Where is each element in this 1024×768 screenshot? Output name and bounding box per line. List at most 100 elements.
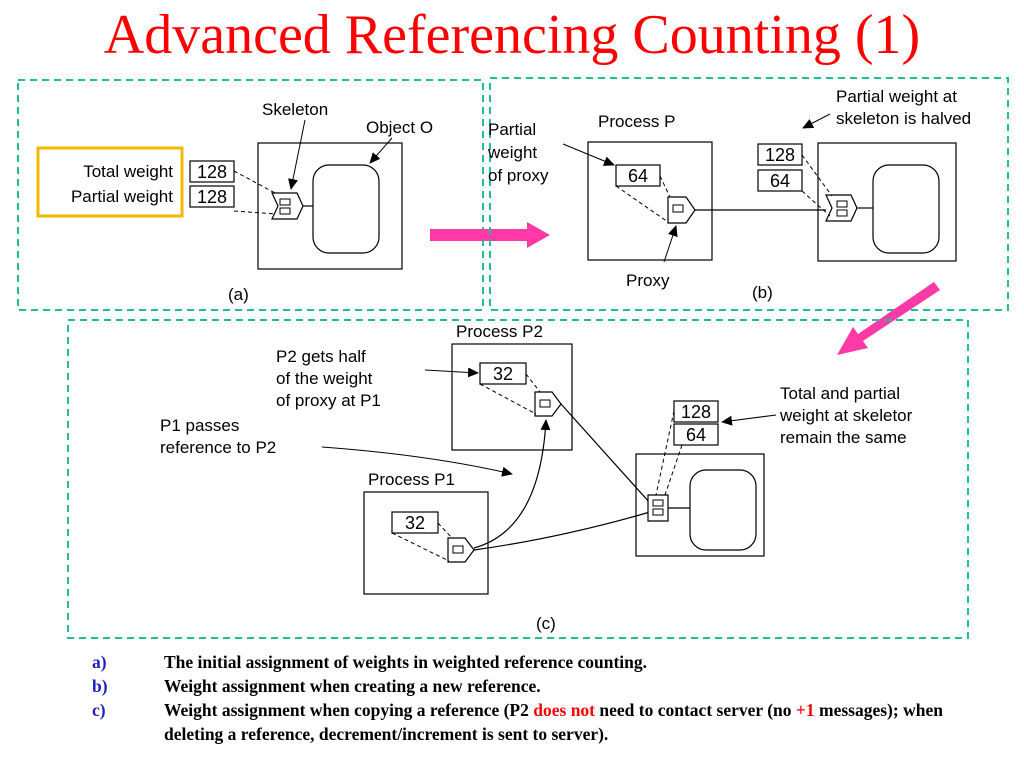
dash-p1-2 [391, 532, 450, 562]
process-p2-label: Process P2 [456, 322, 543, 341]
skeleton-c-partial-box [673, 423, 719, 446]
partial-weight-label: Partial weight [71, 187, 173, 206]
p2-note-pointer [424, 367, 479, 378]
dash-c-1 [655, 410, 675, 496]
caption-letter-b: b) [92, 676, 108, 696]
p1-weight-value: 32 [405, 513, 425, 533]
caption-item-b: b) Weight assignment when creating a new… [92, 674, 992, 698]
caption-item-c: c) Weight assignment when copying a refe… [92, 698, 992, 746]
caption-c-emphasis: does not [533, 700, 596, 720]
proxy-p2 [534, 391, 562, 417]
process-p1-label: Process P1 [368, 470, 455, 489]
caption-c-label: (c) [536, 614, 556, 633]
skeleton-b-slot-bottom [836, 209, 848, 217]
skeleton-a [271, 192, 304, 220]
dash-p1-1 [437, 522, 453, 539]
caption-c-before: Weight assignment when copying a referen… [164, 700, 534, 720]
total-weight-label: Total weight [83, 162, 173, 181]
dash-b-sk-2 [801, 190, 831, 217]
p2-weight-box [479, 362, 527, 385]
caption-c-plus: +1 [795, 700, 815, 720]
panel-b-border [489, 77, 1009, 311]
p1-passes-pointer [321, 446, 513, 477]
skeleton-halved-line2: skeleton is halved [836, 109, 971, 128]
weight-highlight-box [36, 146, 184, 218]
partial-weight-proxy-line2: weight [487, 143, 537, 162]
dash-b-proxy-2 [615, 185, 669, 223]
p1-passes-line1: P1 passes [160, 416, 239, 435]
skeleton-same-pointer [721, 414, 777, 426]
caption-text-a: The initial assignment of weights in wei… [164, 652, 648, 672]
skeleton-label: Skeleton [262, 100, 328, 119]
caption-c-after: messages); when deleting a reference, de… [164, 700, 943, 744]
object-o-label: Object O [366, 118, 433, 137]
skeleton-b-partial-value: 64 [770, 171, 790, 191]
skeleton-b-slot-top [836, 200, 848, 208]
skeleton-c-total-value: 128 [681, 402, 711, 422]
dash-a-2 [233, 210, 277, 215]
skeleton-halved-line1: Partial weight at [836, 87, 957, 106]
skeleton-a-slot-top [279, 198, 291, 206]
proxy-b [667, 196, 696, 224]
object-o-pointer [369, 137, 393, 164]
partial-weight-proxy-line1: Partial [488, 120, 536, 139]
partial-weight-box [189, 185, 235, 208]
proxy-pointer [663, 225, 678, 263]
process-p-label: Process P [598, 112, 675, 131]
skeleton-a-slot-bottom [279, 207, 291, 215]
server-box-a [257, 142, 403, 270]
slide-title: Advanced Referencing Counting (1) [103, 4, 921, 66]
caption-c-middle: need to contact server (no [595, 700, 796, 720]
caption-text-c: Weight assignment when copying a referen… [164, 698, 992, 746]
skeleton-c-slot-top [652, 499, 664, 507]
transition-arrow-ab [430, 222, 550, 248]
object-o-a [312, 164, 380, 254]
dash-p2-1 [525, 373, 541, 393]
proxy-b-slot [672, 204, 684, 213]
skeleton-same-line1: Total and partial [780, 384, 900, 403]
caption-item-a: a) The initial assignment of weights in … [92, 650, 992, 674]
process-p2-box [451, 343, 573, 451]
skeleton-same-line2: weight at skeletor [779, 406, 913, 425]
skeleton-b [825, 194, 858, 222]
skeleton-c-slot-bottom [652, 508, 664, 516]
caption-b-label: (b) [752, 283, 773, 302]
p2-note-line3: of proxy at P1 [276, 391, 381, 410]
caption-letter-a: a) [92, 652, 107, 672]
transition-arrow-bc [837, 282, 940, 355]
proxy-p1 [447, 537, 475, 563]
partial-weight-value: 128 [197, 187, 227, 207]
skeleton-halved-pointer [802, 113, 831, 129]
proxy-weight-box [615, 164, 661, 187]
server-box-b [817, 142, 957, 262]
proxy-p1-slot [452, 545, 464, 554]
p2-to-skeleton-line [560, 403, 651, 504]
proxy-label: Proxy [626, 271, 670, 290]
skeleton-b-total-value: 128 [765, 145, 795, 165]
p1-weight-box [391, 511, 439, 534]
skeleton-pointer [288, 119, 306, 190]
dash-c-2 [663, 444, 683, 499]
total-weight-value: 128 [197, 162, 227, 182]
proxy-weight-value: 64 [628, 166, 648, 186]
dash-b-sk-1 [801, 154, 833, 197]
p2-note-line2: of the weight [276, 369, 373, 388]
partial-weight-proxy-line3: of proxy [488, 166, 549, 185]
caption-list: a) The initial assignment of weights in … [92, 650, 992, 746]
server-box-c [635, 453, 765, 557]
p1-to-p2-reference-curve [473, 419, 551, 549]
dash-b-proxy-1 [659, 175, 671, 198]
p2-weight-value: 32 [493, 364, 513, 384]
object-o-c [689, 469, 757, 551]
skeleton-c-partial-value: 64 [686, 425, 706, 445]
p2-note-line1: P2 gets half [276, 347, 366, 366]
proxy-p2-slot [539, 399, 551, 408]
dash-p2-2 [479, 383, 537, 415]
skeleton-c [647, 494, 669, 522]
p1-passes-line2: reference to P2 [160, 438, 276, 457]
panel-a-border [17, 79, 484, 311]
skeleton-b-total-box [757, 143, 803, 166]
object-o-b [872, 164, 940, 254]
process-p-box [587, 141, 713, 261]
